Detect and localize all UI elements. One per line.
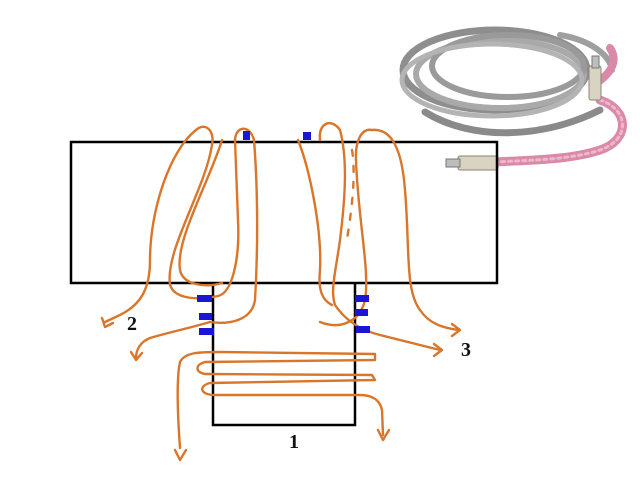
label-3: 3 (461, 339, 471, 361)
flow-path-right-hairpin-2 (318, 121, 442, 352)
flow-arrow-right-outer (450, 322, 462, 338)
cable-photo (399, 26, 627, 171)
flow-path-left-hairpin-3 (178, 138, 224, 287)
flow-arrow-left-exit (129, 350, 144, 362)
label-2: 2 (127, 313, 137, 335)
flow-path-left-hairpin-2 (208, 127, 259, 324)
port-marker-right-2 (355, 309, 368, 316)
flow-path-bottom-coil (176, 350, 385, 450)
flow-paths (100, 121, 462, 462)
flow-path-left-outer (103, 128, 198, 324)
braided-hose-coil (399, 26, 615, 137)
cable-connector (445, 55, 602, 171)
flow-arrow-right-hairpin (432, 342, 444, 358)
port-marker-top-right (303, 132, 311, 140)
port-marker-left-2 (199, 313, 212, 320)
port-marker-left-3 (199, 328, 214, 335)
top-block-outline (69, 140, 499, 285)
port-marker-right-3 (356, 326, 370, 333)
flow-arrow-left-outer (100, 316, 115, 329)
flow-path-left-exit (134, 320, 212, 360)
flow-arrow-bottom-left (173, 448, 188, 462)
port-marker-left-1 (197, 295, 212, 302)
flow-path-right-hairpin-3 (296, 138, 334, 307)
label-1: 1 (289, 431, 299, 453)
port-marker-right-1 (355, 295, 369, 302)
flow-arrow-bottom-right (376, 428, 391, 442)
port-markers (197, 131, 370, 335)
flow-path-right-outer (370, 128, 460, 332)
port-marker-top-left (243, 131, 250, 140)
flow-path-left-hairpin-1 (168, 125, 240, 300)
flow-path-right-hairpin-4 (344, 148, 355, 247)
